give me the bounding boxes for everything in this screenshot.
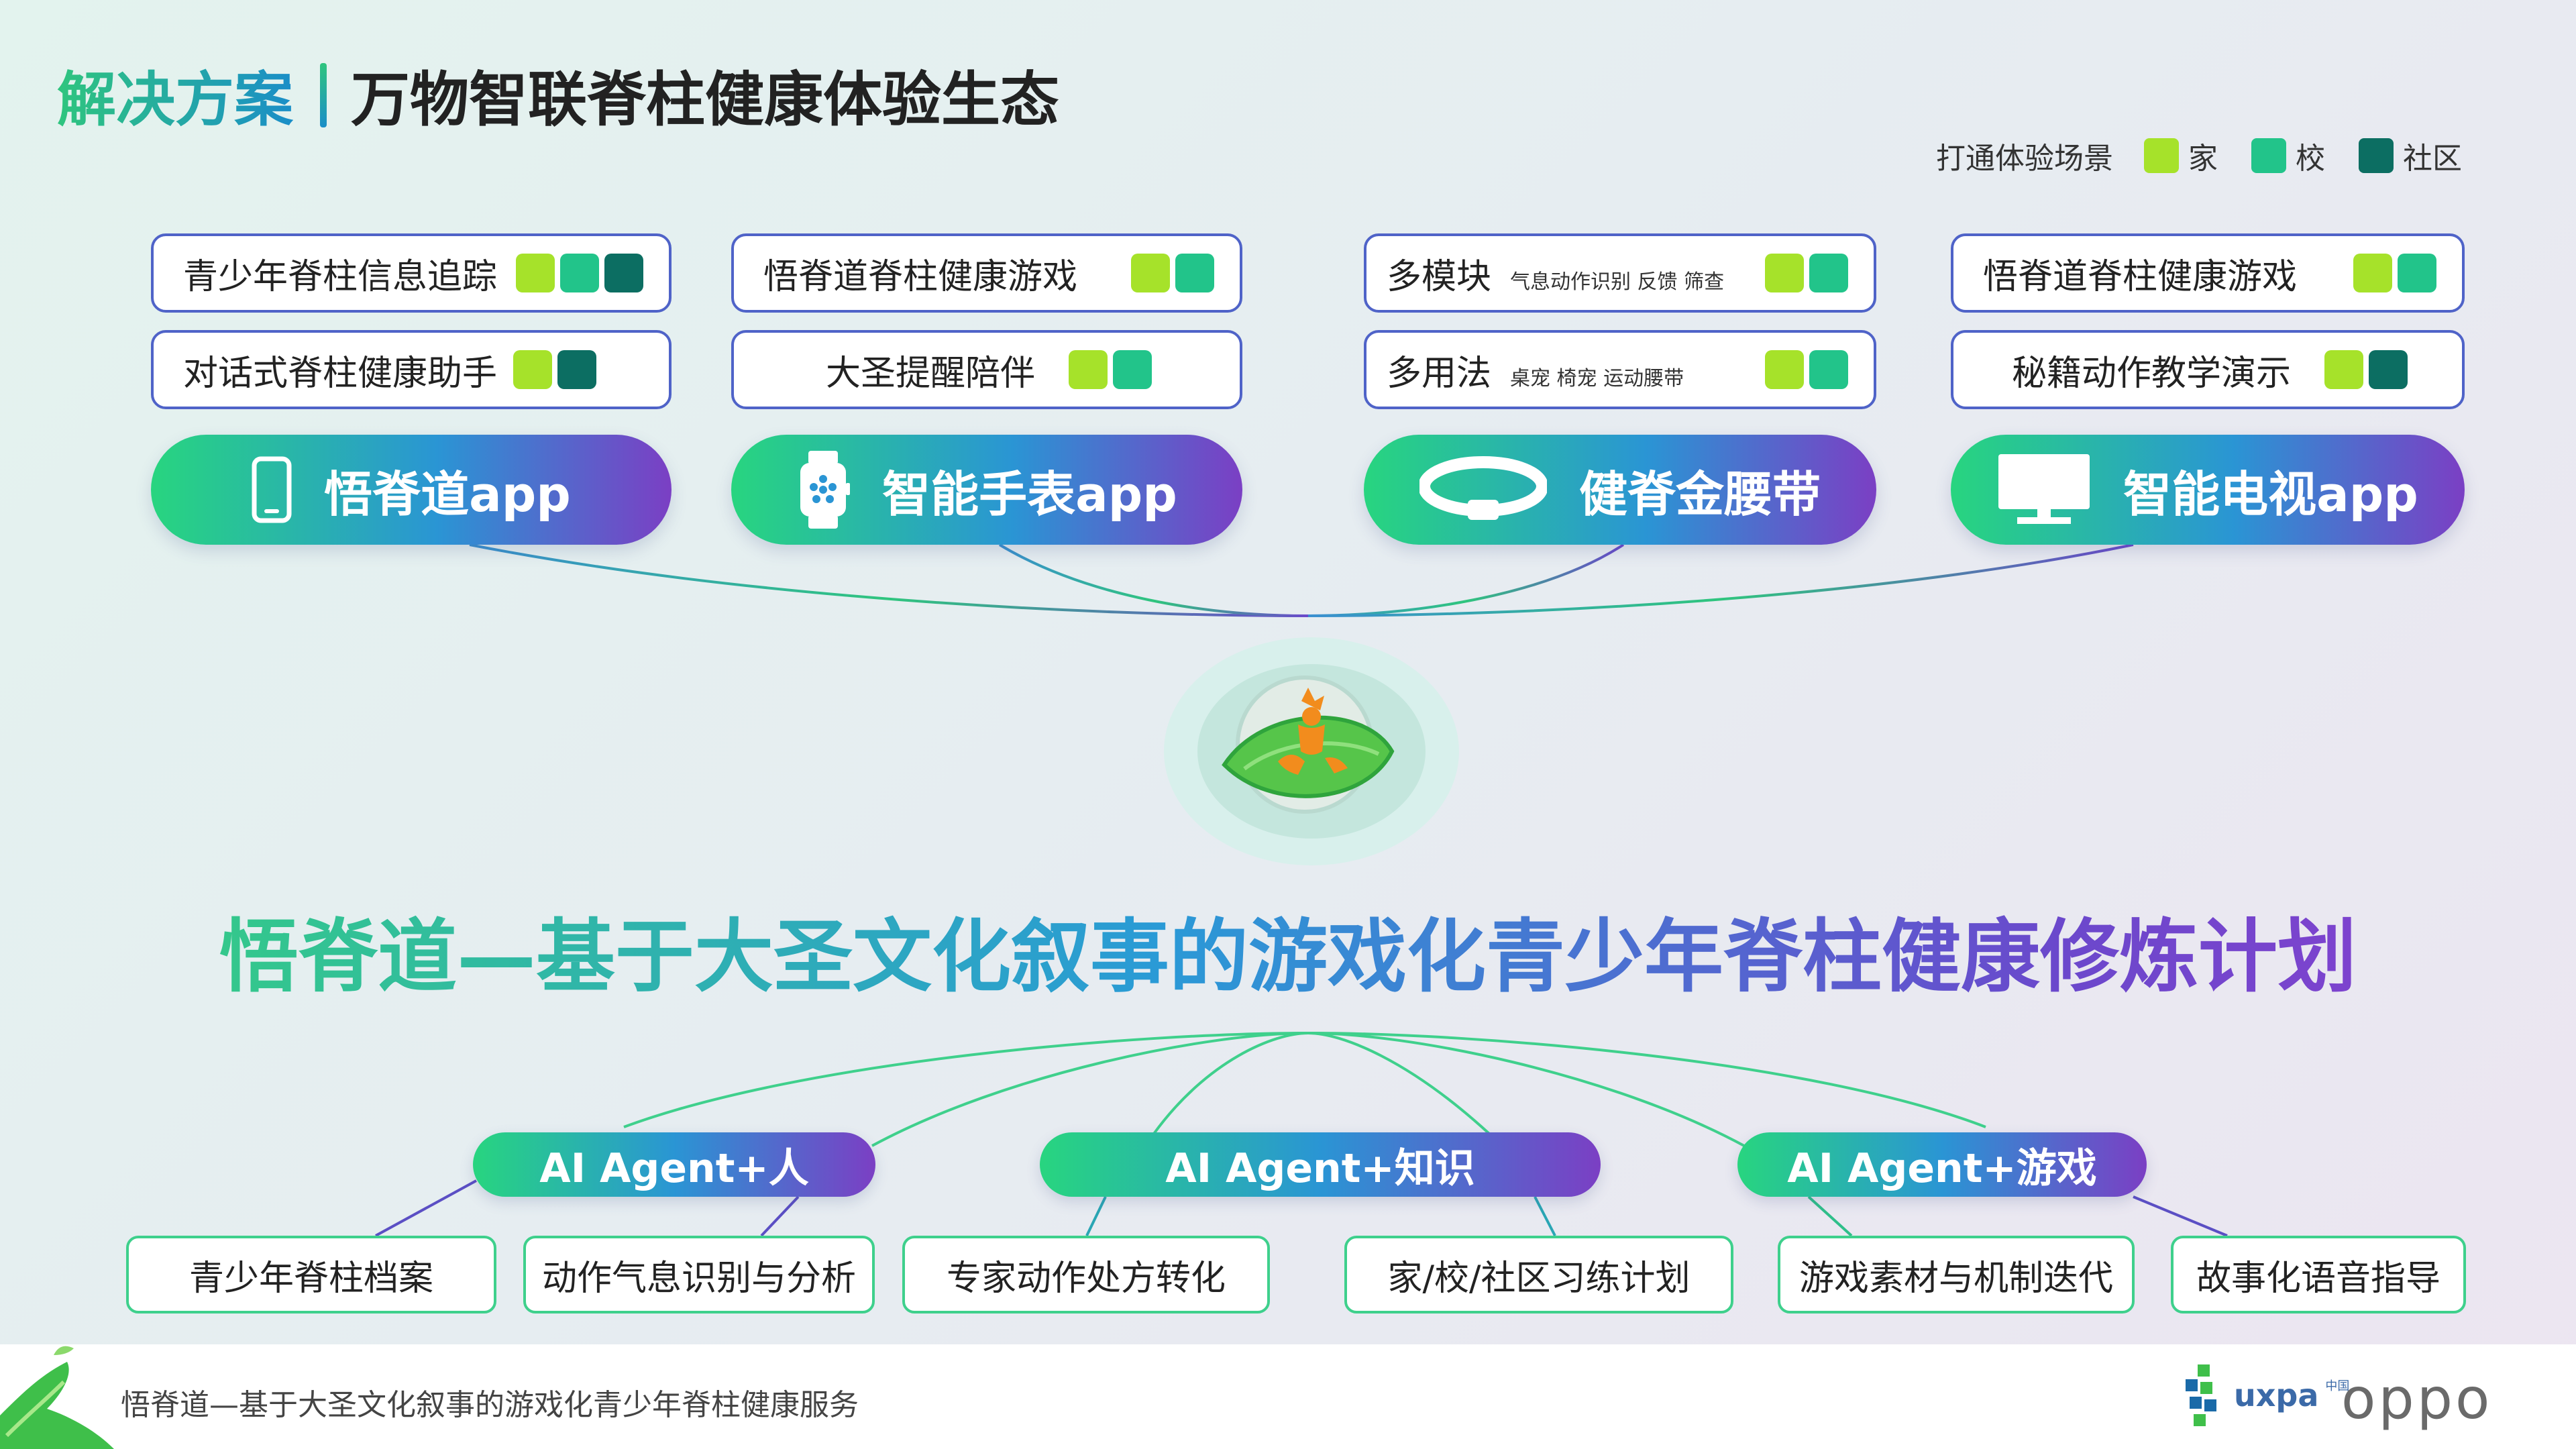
device-pill-tv[interactable]: 智能电视app — [1951, 435, 2465, 545]
uxpa-text: uxpa — [2234, 1377, 2319, 1413]
scene-tags — [513, 350, 596, 389]
agent-label: AI Agent+游戏 — [1787, 1144, 2097, 1192]
capability-card: 动作气息识别与分析 — [523, 1236, 875, 1313]
tag-home — [2353, 254, 2392, 292]
scene-tags — [1765, 350, 1848, 389]
tag-school — [1175, 254, 1214, 292]
scene-tags — [1765, 254, 1848, 292]
device-pill-belt[interactable]: 健脊金腰带 — [1364, 435, 1876, 545]
scene-tags — [1131, 254, 1214, 292]
scene-tags — [2353, 254, 2436, 292]
feature-label: 青少年脊柱信息追踪 — [183, 256, 498, 297]
uxpa-logo: uxpa 中国 — [2180, 1362, 2349, 1429]
feature-card: 青少年脊柱信息追踪 — [151, 233, 672, 313]
agent-pill-knowledge[interactable]: AI Agent+知识 — [1040, 1132, 1601, 1197]
legend-swatch-school — [2251, 138, 2286, 173]
watch-icon — [800, 451, 851, 529]
tag-community — [557, 350, 596, 389]
mountain-logo-icon — [0, 1346, 114, 1449]
scene-tags — [516, 254, 643, 292]
title-accent: 解决方案 — [57, 52, 293, 138]
tag-school — [1809, 350, 1848, 389]
capability-label: 故事化语音指导 — [2196, 1258, 2440, 1299]
feature-label: 多模块 — [1387, 256, 1492, 297]
legend-swatch-home — [2144, 138, 2179, 173]
capability-label: 动作气息识别与分析 — [541, 1258, 856, 1299]
legend-label: 打通体验场景 — [1936, 142, 2113, 176]
legend-item-school: 校 — [2296, 142, 2325, 176]
tag-community — [604, 254, 643, 292]
feature-label: 秘籍动作教学演示 — [2011, 353, 2291, 394]
capability-label: 青少年脊柱档案 — [189, 1258, 433, 1299]
capability-card: 青少年脊柱档案 — [126, 1236, 496, 1313]
feature-card: 悟脊道脊柱健康游戏 — [731, 233, 1242, 313]
tag-school — [2398, 254, 2436, 292]
device-pill-app[interactable]: 悟脊道app — [151, 435, 672, 545]
belt-icon — [1419, 456, 1547, 520]
uxpa-mark-icon — [2186, 1364, 2216, 1426]
feature-label: 多用法 — [1387, 353, 1492, 394]
device-pill-watch[interactable]: 智能手表app — [731, 435, 1242, 545]
agent-label: AI Agent+人 — [539, 1144, 809, 1192]
phone-icon — [252, 456, 292, 523]
legend-item-community: 社区 — [2403, 142, 2462, 176]
tag-home — [1131, 254, 1170, 292]
plan-title: 悟脊道—基于大圣文化叙事的游戏化青少年脊柱健康修炼计划 — [0, 892, 2576, 1007]
feature-card: 多用法 桌宠 椅宠 运动腰带 — [1364, 330, 1876, 409]
tag-home — [1765, 254, 1804, 292]
tag-school — [1809, 254, 1848, 292]
feature-sublabel: 桌宠 椅宠 运动腰带 — [1510, 366, 1684, 390]
device-label: 健脊金腰带 — [1578, 466, 1821, 523]
capability-label: 游戏素材与机制迭代 — [1799, 1258, 2113, 1299]
agent-label: AI Agent+知识 — [1165, 1144, 1475, 1192]
agent-pill-game[interactable]: AI Agent+游戏 — [1737, 1132, 2147, 1197]
feature-card: 秘籍动作教学演示 — [1951, 330, 2465, 409]
scene-tags — [2324, 350, 2408, 389]
tag-home — [513, 350, 552, 389]
capability-label: 家/校/社区习练计划 — [1387, 1258, 1690, 1299]
legend-swatch-community — [2359, 138, 2394, 173]
footer-caption: 悟脊道—基于大圣文化叙事的游戏化青少年脊柱健康服务 — [121, 1388, 859, 1422]
scene-tags — [1069, 350, 1152, 389]
uxpa-cn: 中国 — [2325, 1379, 2350, 1393]
device-label: 悟脊道app — [324, 466, 571, 523]
tag-school — [560, 254, 599, 292]
tag-home — [1069, 350, 1108, 389]
feature-label: 对话式脊柱健康助手 — [183, 353, 498, 394]
tag-school — [1113, 350, 1152, 389]
legend-item-home: 家 — [2188, 142, 2218, 176]
feature-card: 多模块 气息动作识别 反馈 筛查 — [1364, 233, 1876, 313]
oppo-logo: oppo — [2341, 1366, 2493, 1432]
tv-icon — [1998, 454, 2090, 524]
feature-label: 大圣提醒陪伴 — [825, 353, 1035, 394]
tag-home — [1765, 350, 1804, 389]
device-label: 智能电视app — [2123, 466, 2418, 523]
feature-card: 大圣提醒陪伴 — [731, 330, 1242, 409]
tag-community — [2369, 350, 2408, 389]
page-title: 解决方案 万物智联脊柱健康体验生态 — [57, 52, 1059, 138]
footer-bar — [0, 1344, 2576, 1449]
agent-pill-human[interactable]: AI Agent+人 — [473, 1132, 875, 1197]
capability-card: 专家动作处方转化 — [902, 1236, 1270, 1313]
title-main: 万物智联脊柱健康体验生态 — [351, 65, 1060, 134]
title-separator — [320, 62, 327, 127]
feature-label: 悟脊道脊柱健康游戏 — [763, 256, 1078, 297]
feature-label: 悟脊道脊柱健康游戏 — [1983, 256, 2298, 297]
capability-card: 家/校/社区习练计划 — [1344, 1236, 1733, 1313]
scene-legend: 打通体验场景 家 校 社区 — [1936, 134, 2462, 177]
device-label: 智能手表app — [882, 466, 1177, 523]
tag-home — [516, 254, 555, 292]
capability-label: 专家动作处方转化 — [946, 1258, 1226, 1299]
feature-card: 对话式脊柱健康助手 — [151, 330, 672, 409]
feature-sublabel: 气息动作识别 反馈 筛查 — [1510, 270, 1725, 294]
tag-home — [2324, 350, 2363, 389]
wujidao-monkey-logo — [1164, 637, 1459, 865]
capability-card: 游戏素材与机制迭代 — [1778, 1236, 2135, 1313]
capability-card: 故事化语音指导 — [2171, 1236, 2466, 1313]
feature-card: 悟脊道脊柱健康游戏 — [1951, 233, 2465, 313]
